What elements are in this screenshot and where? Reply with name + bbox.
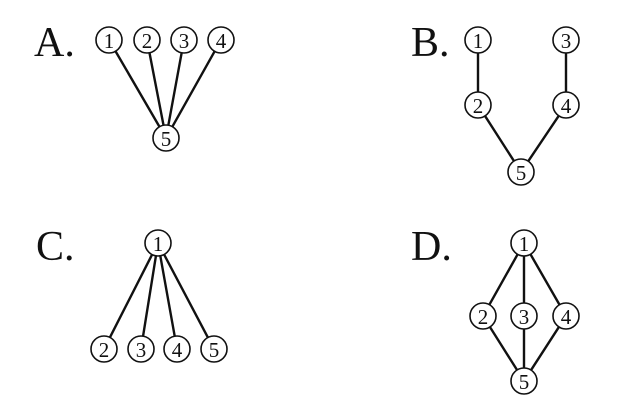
option-d-edge-4-5 bbox=[529, 325, 561, 372]
node-label: 4 bbox=[172, 338, 183, 362]
option-a-node-3: 3 bbox=[170, 26, 198, 54]
node-label: 2 bbox=[473, 94, 484, 118]
node-label: 5 bbox=[519, 370, 530, 394]
option-d-edge-1-2 bbox=[488, 253, 519, 306]
node-circle bbox=[552, 91, 580, 119]
option-c-node-2: 2 bbox=[90, 335, 118, 363]
option-d-node-2: 2 bbox=[469, 302, 497, 330]
option-d-edge-1-4 bbox=[529, 253, 561, 306]
option-c-node-1: 1 bbox=[144, 229, 172, 257]
node-label: 2 bbox=[142, 29, 153, 53]
option-a-letter: A. bbox=[34, 20, 75, 66]
node-label: 3 bbox=[561, 29, 572, 53]
option-c-edge-1-3 bbox=[141, 254, 158, 338]
node-circle bbox=[510, 302, 538, 330]
option-d-edge-2-5 bbox=[488, 325, 519, 372]
option-b-node-4: 4 bbox=[552, 91, 580, 119]
node-label: 1 bbox=[104, 29, 115, 53]
option-a-node-5: 5 bbox=[152, 124, 180, 152]
node-label: 5 bbox=[516, 161, 527, 185]
node-label: 3 bbox=[136, 338, 147, 362]
node-circle bbox=[207, 26, 235, 54]
option-b-edge-2-5 bbox=[483, 114, 516, 163]
option-b-edge-4-5 bbox=[527, 114, 560, 163]
node-circle bbox=[133, 26, 161, 54]
node-circle bbox=[163, 335, 191, 363]
option-d-node-1: 1 bbox=[510, 229, 538, 257]
node-label: 4 bbox=[561, 94, 572, 118]
node-circle bbox=[510, 367, 538, 395]
option-c-node-3: 3 bbox=[127, 335, 155, 363]
node-circle bbox=[469, 302, 497, 330]
node-label: 4 bbox=[561, 305, 572, 329]
option-c-letter: C. bbox=[36, 224, 75, 270]
node-circle bbox=[200, 335, 228, 363]
node-circle bbox=[507, 158, 535, 186]
node-circle bbox=[510, 229, 538, 257]
node-circle bbox=[552, 302, 580, 330]
node-circle bbox=[464, 91, 492, 119]
option-a-node-2: 2 bbox=[133, 26, 161, 54]
node-label: 2 bbox=[99, 338, 110, 362]
node-label: 5 bbox=[209, 338, 220, 362]
option-a-node-1: 1 bbox=[95, 26, 123, 54]
option-c-edge-1-2 bbox=[108, 253, 154, 339]
option-c-node-4: 4 bbox=[163, 335, 191, 363]
edges-layer bbox=[108, 50, 568, 372]
option-c-edge-1-4 bbox=[159, 254, 176, 338]
node-label: 1 bbox=[519, 232, 530, 256]
option-b-node-5: 5 bbox=[507, 158, 535, 186]
node-circle bbox=[170, 26, 198, 54]
node-circle bbox=[127, 335, 155, 363]
option-b-node-3: 3 bbox=[552, 26, 580, 54]
option-c-edge-1-5 bbox=[162, 253, 210, 339]
option-c-node-5: 5 bbox=[200, 335, 228, 363]
node-label: 4 bbox=[216, 29, 227, 53]
option-d-node-4: 4 bbox=[552, 302, 580, 330]
node-circle bbox=[95, 26, 123, 54]
node-circle bbox=[90, 335, 118, 363]
node-circle bbox=[552, 26, 580, 54]
node-label: 1 bbox=[473, 29, 484, 53]
option-a-edge-4-5 bbox=[171, 50, 216, 128]
node-circle bbox=[144, 229, 172, 257]
option-d-node-5: 5 bbox=[510, 367, 538, 395]
option-a-edge-1-5 bbox=[114, 50, 161, 128]
nodes-layer: 1 2 3 4 5 1 3 2 4 5 1 2 3 4 5 1 2 3 4 5 bbox=[90, 26, 580, 395]
node-circle bbox=[464, 26, 492, 54]
option-d-letter: D. bbox=[411, 224, 452, 270]
node-circle bbox=[152, 124, 180, 152]
node-label: 5 bbox=[161, 127, 172, 151]
node-label: 1 bbox=[153, 232, 164, 256]
node-label: 3 bbox=[519, 305, 530, 329]
option-d-node-3: 3 bbox=[510, 302, 538, 330]
option-a-edge-3-5 bbox=[167, 51, 183, 127]
option-b-node-2: 2 bbox=[464, 91, 492, 119]
node-label: 3 bbox=[179, 29, 190, 53]
option-b-letter: B. bbox=[411, 20, 450, 66]
node-label: 2 bbox=[478, 305, 489, 329]
option-b-node-1: 1 bbox=[464, 26, 492, 54]
option-a-edge-2-5 bbox=[148, 51, 165, 127]
option-a-node-4: 4 bbox=[207, 26, 235, 54]
